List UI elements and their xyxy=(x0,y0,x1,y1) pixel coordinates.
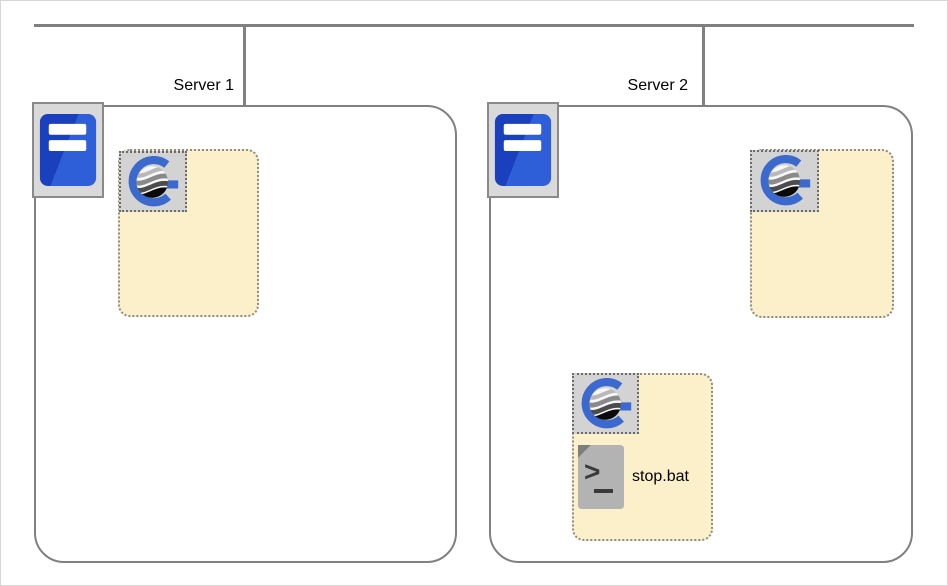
batch-file-label: stop.bat xyxy=(632,468,689,485)
server2-drop-line xyxy=(702,24,705,107)
group-c-logo-plate xyxy=(572,373,639,434)
batch-file-icon-wrap: > xyxy=(578,445,624,514)
server1-icon-plate xyxy=(32,102,104,198)
group-a-logo-plate xyxy=(119,151,187,212)
goodsync-logo-icon xyxy=(127,156,179,208)
group-b-logo-plate xyxy=(750,150,819,212)
server1-label: Server 1 xyxy=(173,77,234,94)
server-tower-icon xyxy=(494,114,552,186)
server2-label: Server 2 xyxy=(627,77,688,94)
goodsync-logo-icon xyxy=(580,378,632,430)
network-bus-line xyxy=(34,24,914,27)
server1-drop-line xyxy=(243,24,246,107)
batch-file-icon: > xyxy=(578,445,624,509)
server-tower-icon xyxy=(39,114,97,186)
goodsync-logo-icon xyxy=(759,155,811,207)
svg-text:>: > xyxy=(584,456,600,487)
server2-icon-plate xyxy=(487,102,559,198)
